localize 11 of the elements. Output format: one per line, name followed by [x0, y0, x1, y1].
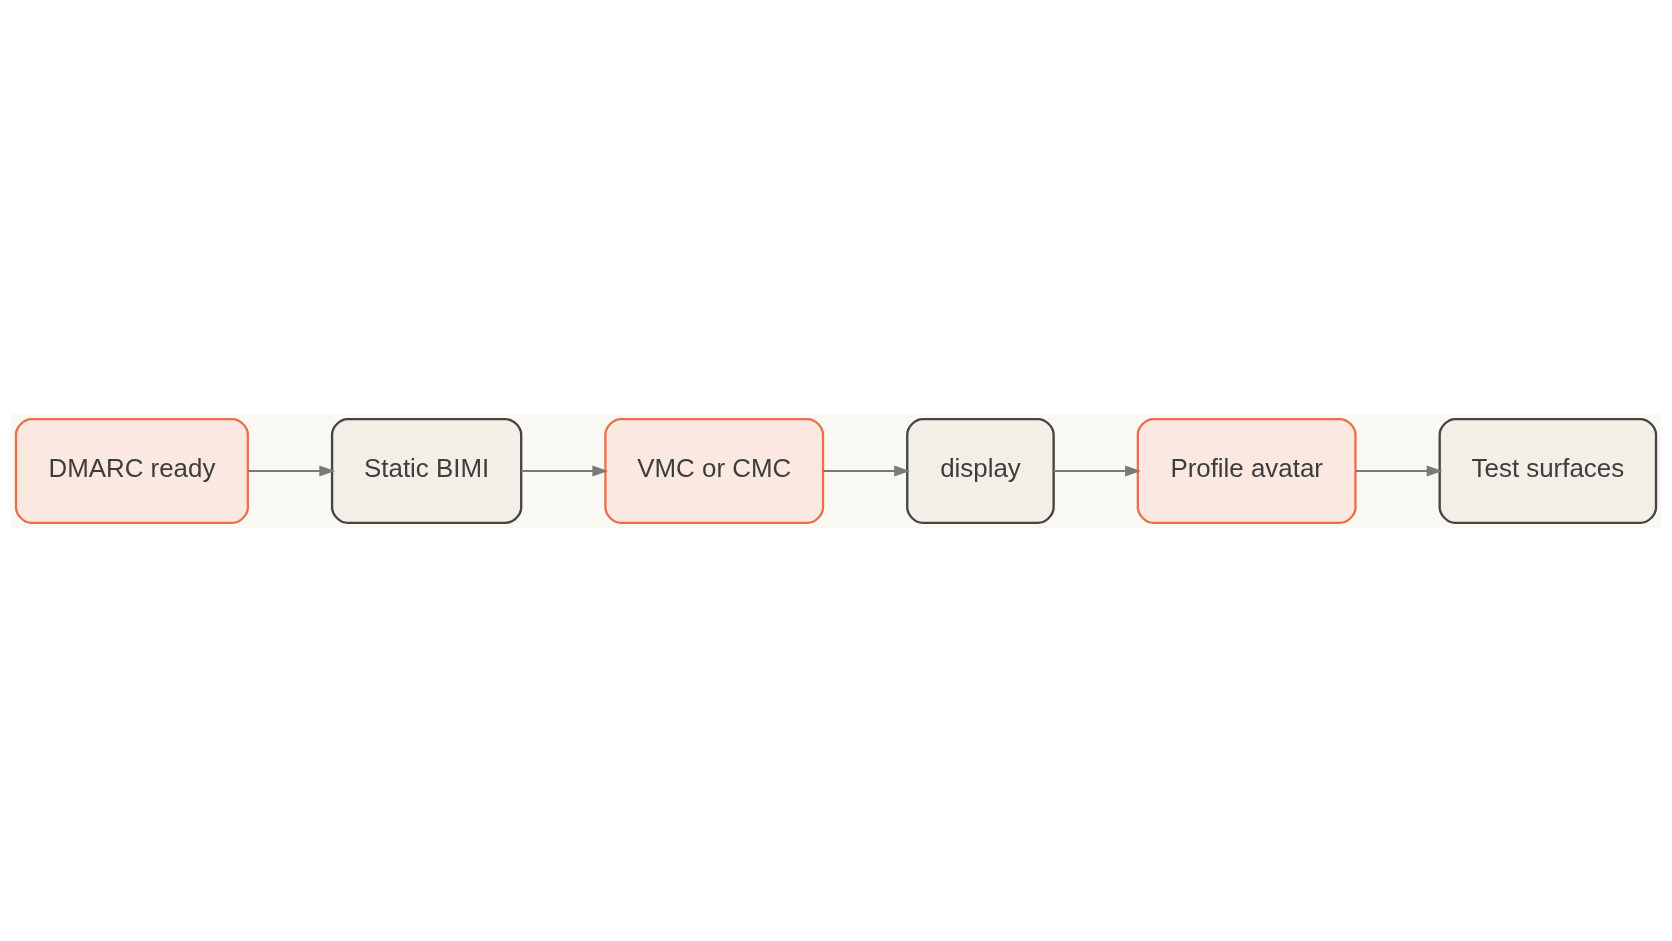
node-box: Test surfaces: [1438, 417, 1658, 524]
arrow: [521, 464, 609, 477]
arrow: [1053, 464, 1141, 477]
node-box: Static BIMI: [330, 417, 523, 524]
node-box: VMC or CMC: [604, 417, 825, 524]
arrow: [823, 464, 911, 477]
node-box: Profile avatar: [1136, 417, 1357, 524]
node-box: display: [906, 417, 1055, 524]
arrow: [248, 464, 336, 477]
arrow: [1355, 464, 1443, 477]
node-box: DMARC ready: [14, 417, 250, 524]
